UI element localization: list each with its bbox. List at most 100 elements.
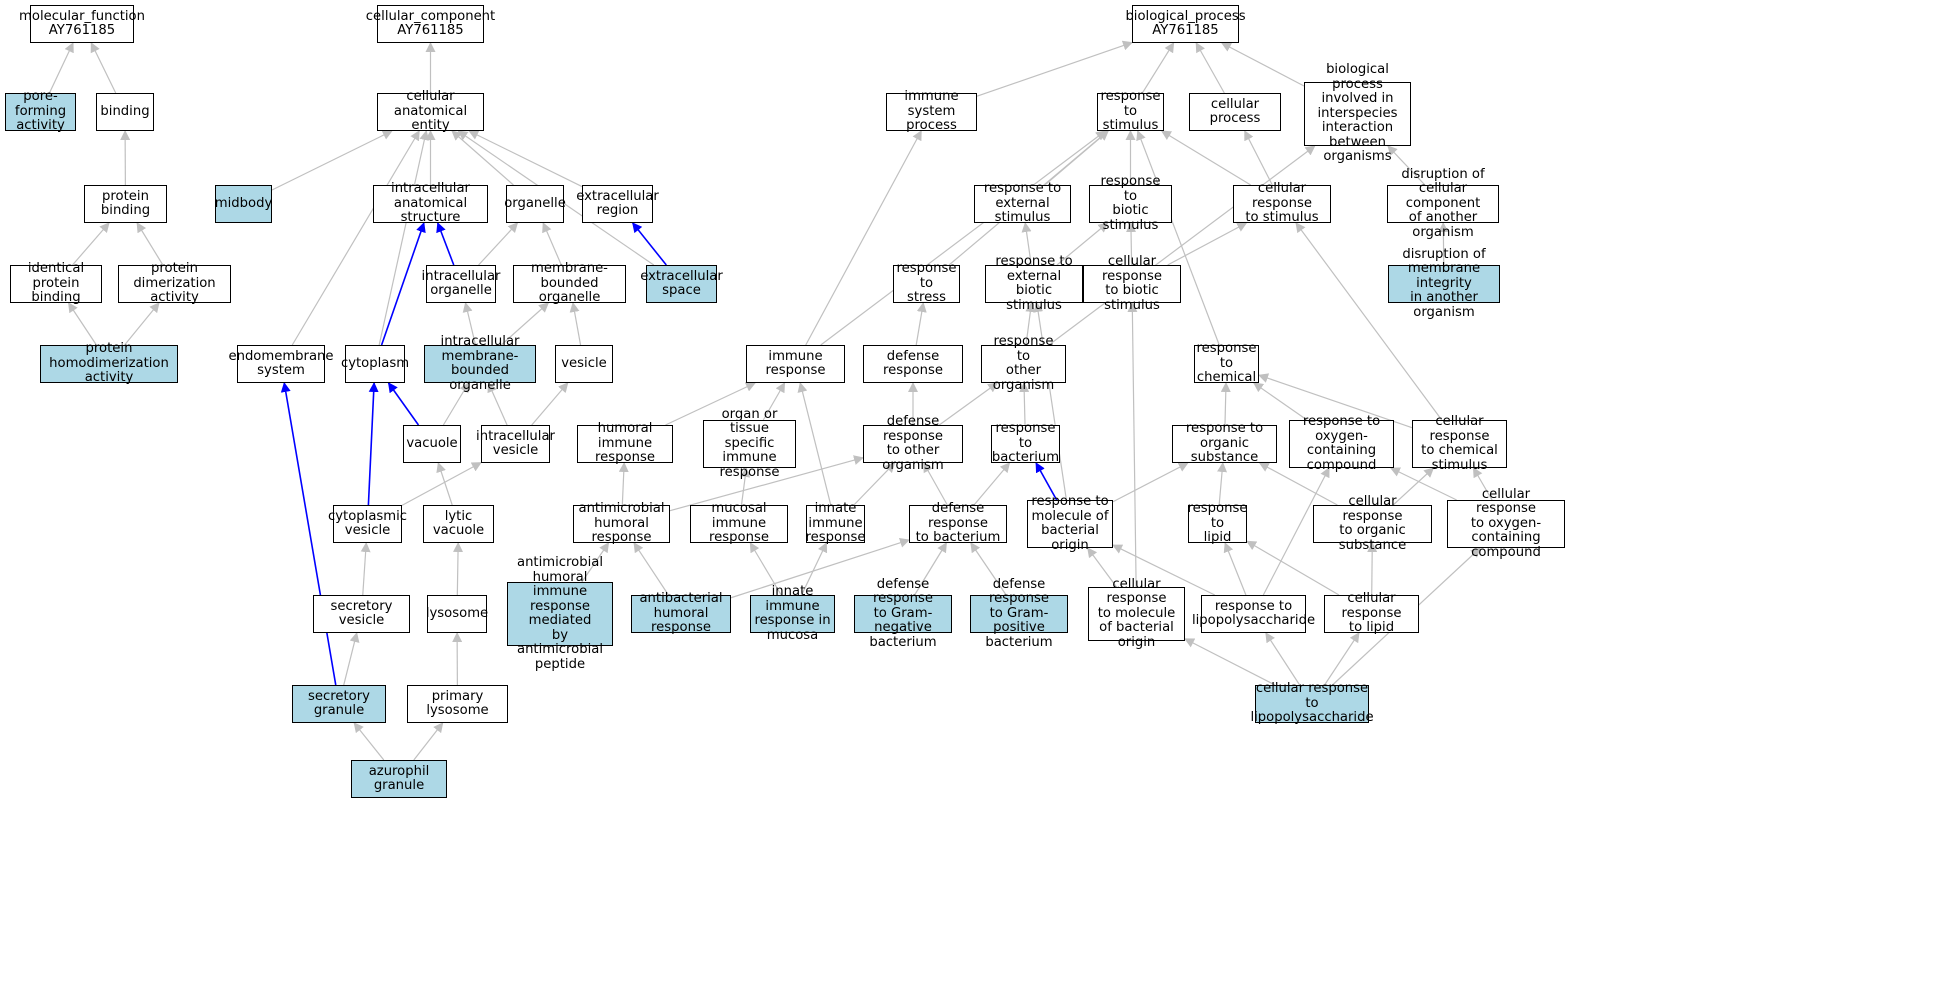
edge-crchem-to-rchem — [1258, 373, 1413, 429]
edge-mbo-to-organelle — [542, 222, 562, 266]
edge-defbact-to-rbact — [973, 462, 1011, 506]
go-term-node-intves: intracellular vesicle — [476, 425, 555, 463]
edge-midbody-to-cae — [271, 130, 393, 191]
edge-rlps-to-roxy — [1262, 467, 1330, 596]
edge-mucimm-to-orgimm — [740, 467, 751, 506]
go-term-node-lyso: lysosome — [426, 595, 488, 633]
edge-crlps-to-crlipid — [1324, 632, 1360, 686]
go-term-node-rbact: response to bacterium — [991, 421, 1060, 466]
edge-amhum-to-defother — [669, 455, 864, 512]
go-term-node-pore: pore-forming activity — [5, 90, 76, 133]
edge-defbact-to-defother — [923, 462, 948, 506]
go-term-node-crorgsub: cellular response to organic substance — [1313, 494, 1432, 552]
edge-organelle-to-cae — [451, 130, 514, 186]
go-term-node-defgneg: defense response to Gram-negative bacter… — [854, 577, 952, 650]
edge-crmolbact-to-crbio — [1127, 302, 1138, 588]
go-term-node-isp: immune system process — [886, 90, 977, 133]
go-term-node-cc: cellular_component AY761185 — [366, 5, 495, 43]
go-term-node-disrcc: disruption of cellular component of anot… — [1387, 167, 1499, 240]
go-term-node-mucimm: mucosal immune response — [690, 502, 788, 545]
edge-endo-to-cae — [291, 130, 420, 346]
edge-imbo-to-intorg — [462, 302, 477, 346]
edge-crstim-to-cellproc — [1244, 130, 1273, 186]
edge-binding-to-mf — [90, 42, 117, 94]
go-term-node-crlps: cellular response to lipopolysaccharide — [1250, 681, 1374, 726]
edge-roxy-to-rchem — [1252, 382, 1308, 421]
edge-vacuole-to-imbo — [442, 382, 470, 426]
go-term-node-rother: response to other organism — [981, 334, 1066, 392]
go-term-node-crmolbact: cellular response to molecule of bacteri… — [1088, 577, 1185, 650]
edge-disrmem-to-disrcc — [1438, 222, 1449, 266]
edge-innmuc-to-mucimm — [749, 542, 782, 596]
edge-innate-to-defother — [853, 462, 896, 506]
go-term-node-antibact: antibacterial humoral response — [631, 592, 731, 635]
edge-vacuole-to-cyto — [387, 382, 420, 426]
go-term-node-croxy: cellular response to oxygen-containing c… — [1447, 487, 1565, 560]
edge-amhum-to-humimm — [618, 462, 629, 506]
edge-antibact-to-defbact — [730, 537, 910, 599]
edge-crbio-to-crstim — [1167, 222, 1248, 266]
go-term-node-bp: biological_process AY761185 — [1125, 5, 1246, 43]
go-term-node-idpb: identical protein binding — [10, 262, 102, 305]
edge-crlps-to-crmolbact — [1184, 638, 1276, 686]
go-term-node-rchem: response to chemical — [1194, 342, 1259, 385]
edge-crorgsub-to-crchem — [1392, 467, 1435, 506]
edge-defgneg-to-defbact — [914, 542, 947, 596]
go-term-node-immresp: immune response — [746, 345, 845, 383]
go-term-node-intorg: intracellular organelle — [422, 265, 500, 303]
edge-phomo-to-idpb — [68, 302, 97, 346]
go-term-node-vacuole: vacuole — [403, 425, 461, 463]
edge-defother-to-rother — [938, 382, 999, 426]
go-term-node-mf: molecular_function AY761185 — [19, 5, 145, 43]
go-term-node-binding: binding — [96, 93, 154, 131]
edge-cyto-to-cae — [378, 130, 430, 346]
edge-rother-to-rextbio — [1025, 302, 1036, 346]
go-term-node-rorgsub: response to organic substance — [1172, 422, 1277, 465]
go-term-node-rextbio: response to external biotic stimulus — [985, 254, 1083, 312]
edge-innate-to-immresp — [797, 382, 832, 506]
go-term-node-crchem: cellular response to chemical stimulus — [1412, 414, 1507, 472]
edge-extsp-to-extreg — [632, 222, 667, 266]
edge-rmolbact-to-rbact — [1035, 462, 1058, 501]
go-term-node-rstress: response to stress — [893, 262, 960, 305]
edge-cytves-to-cyto — [367, 382, 379, 506]
go-term-node-imbo: intracellular membrane-bounded organelle — [424, 334, 536, 392]
go-term-node-humimm: humoral immune response — [577, 422, 673, 465]
edge-azuro-to-primlyso — [413, 722, 444, 761]
edge-secgran-to-secves — [343, 632, 360, 686]
edge-pore-to-mf — [48, 42, 74, 94]
edge-intorg-to-organelle — [478, 222, 519, 266]
go-term-node-rmolbact: response to molecule of bacterial origin — [1027, 494, 1113, 552]
go-term-node-mbo: membrane-bounded organelle — [513, 262, 626, 305]
go-term-node-midbody: midbody — [215, 185, 272, 223]
go-term-node-rbio: response to biotic stimulus — [1089, 174, 1172, 232]
edge-rorgsub-to-rchem — [1220, 382, 1231, 426]
edge-humimm-to-immresp — [665, 382, 756, 426]
go-term-node-cellproc: cellular process — [1189, 93, 1281, 131]
edge-crmolbact-to-rmolbact — [1087, 547, 1118, 588]
edge-bpinter-to-bp — [1220, 42, 1305, 87]
edge-crlps-to-rlps — [1265, 632, 1301, 686]
go-term-node-rlps: response to lipopolysaccharide — [1192, 595, 1315, 633]
edge-rstim-to-bp — [1141, 42, 1175, 94]
edge-intves-to-vesicle — [531, 382, 569, 426]
go-term-node-defbact: defense response to bacterium — [909, 502, 1007, 545]
edge-orgimm-to-immresp — [762, 382, 786, 421]
go-term-node-roxy: response to oxygen-containing compound — [1289, 414, 1394, 472]
edge-defgpos-to-defbact — [970, 542, 1007, 596]
edge-rextbio-to-rbio — [1056, 222, 1109, 266]
go-term-node-rlipid: response to lipid — [1187, 501, 1248, 546]
go-term-node-extreg: extracellular region — [576, 185, 659, 223]
edge-extreg-to-cae — [468, 130, 583, 188]
go-term-node-pdim: protein dimerization activity — [118, 262, 231, 305]
edge-azuro-to-secgran — [353, 722, 385, 761]
go-term-node-amhumpep: antimicrobial humoral immune response me… — [507, 555, 613, 671]
edge-innmuc-to-innate — [801, 542, 828, 596]
edge-vesicle-to-mbo — [569, 302, 582, 346]
go-term-node-crbio: cellular response to biotic stimulus — [1083, 254, 1181, 312]
go-term-node-innate: innate immune response — [805, 501, 866, 546]
edge-immresp-to-rstim — [820, 130, 1107, 346]
go-term-node-cytves: cytoplasmic vesicle — [328, 505, 407, 543]
